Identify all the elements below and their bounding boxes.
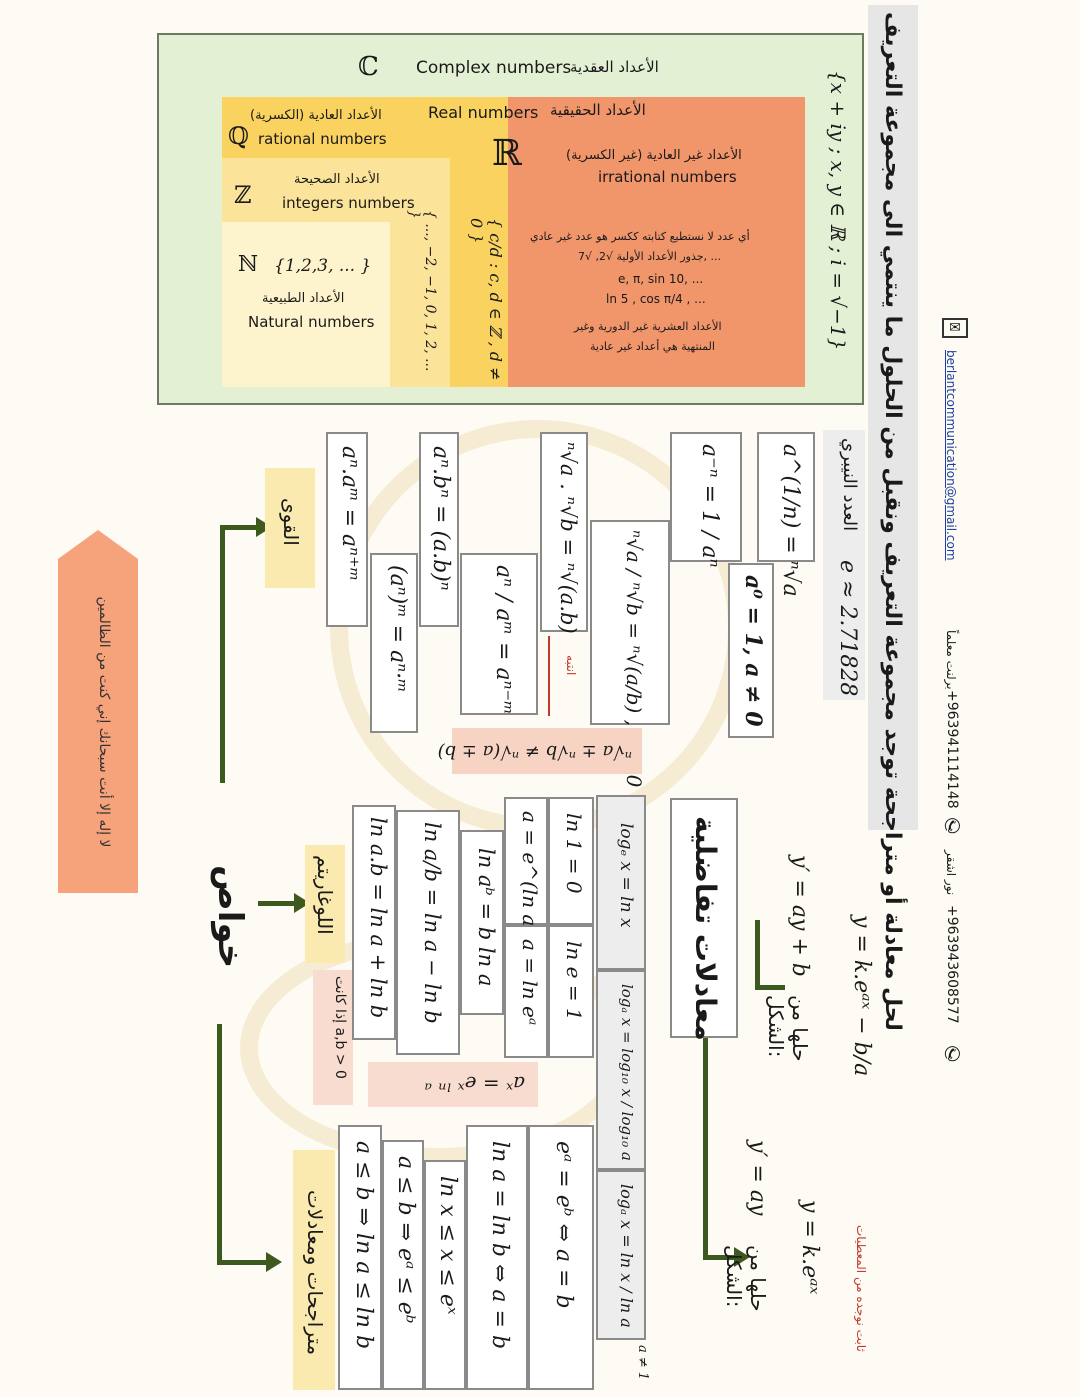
- banner-text: لحل معادلة أو متراجحة توجد مجموعة التعري…: [880, 12, 905, 1031]
- ineq-rule-1: a ≤ b ⇒ ln a ≤ ln b: [338, 1125, 382, 1390]
- rational-ar: الأعداد العادية (الكسرية): [250, 108, 382, 123]
- natural-ar: الأعداد الطبيعية: [262, 291, 345, 306]
- power-rule-6: ⁿ√a / ⁿ√b = ⁿ√(a/b) , b ≠ 0: [590, 520, 670, 787]
- diff-title-box: معادلات تفاضلية: [670, 798, 738, 1041]
- arrowhead-diff: [734, 1247, 750, 1267]
- powers-title: القوى: [265, 468, 315, 588]
- diff-1-label: حلها من الشكل:: [722, 1245, 770, 1312]
- root-warning: ⁿ√a ± ⁿ√b ≠ ⁿ√(a ± b): [437, 741, 632, 762]
- connector-diff-h: [703, 1255, 738, 1260]
- connector-logs: [258, 901, 298, 906]
- complex-ar: الأعداد العقدية: [570, 58, 659, 76]
- power-rule-9: a^(1/n) = ⁿ√a: [757, 432, 815, 597]
- integer-en: integers numbers: [282, 194, 415, 212]
- irrational-line-2: جذور الأعداد الأولية √2, √7, ...: [578, 250, 722, 263]
- quote-arrow: [58, 530, 138, 893]
- log-rule-3: ln aᵇ = b ln a: [460, 830, 504, 1015]
- logs-title: اللوغاريتم: [305, 845, 345, 963]
- real-ar: الأعداد الحقيقية: [550, 101, 646, 119]
- connector-ineq-v: [217, 1024, 222, 1264]
- banner-bar: [868, 5, 918, 830]
- connector-diff-2h: [755, 985, 785, 990]
- log-rule-8: logₑ x = ln x: [596, 795, 646, 970]
- euler-label: العدد النيبري: [839, 438, 860, 532]
- irrational-line-6: المنتهية هي أعداد غير عادية: [590, 340, 715, 353]
- connector-powers-h: [220, 525, 260, 530]
- constant-note: ثابت نوجده من المعطيات: [854, 1225, 868, 1352]
- power-rule-1: aⁿ.aᵐ = aⁿ⁺ᵐ: [326, 432, 368, 627]
- log-rule-4: a = e^(ln a): [504, 797, 548, 934]
- phone-icon: ✆: [944, 814, 961, 838]
- ineq-rule-2: a ≤ b ⇒ eᵃ ≤ eᵇ: [382, 1140, 424, 1390]
- log-rule-2: ln a/b = ln a − ln b: [396, 810, 460, 1055]
- ineq-rule-4: ln a = ln b ⇔ a = b: [466, 1125, 528, 1390]
- irrational-line-4: ln 5 , cos π/4 , ...: [606, 292, 706, 306]
- diff-1-solution: y = k.eᵃˣ: [797, 1200, 822, 1295]
- connector-diff-2: [755, 920, 760, 990]
- complex-en: Complex numbers: [416, 58, 572, 78]
- natural-en: Natural numbers: [248, 313, 375, 331]
- rational-en: rational numbers: [258, 130, 387, 148]
- phone-2: +963943608577: [944, 905, 960, 1024]
- complex-definition: {x + iy ; x, y ∈ ℝ ; i = √−1}: [826, 70, 850, 351]
- natural-set: {1,2,3, ... }: [274, 256, 372, 276]
- real-en: Real numbers: [428, 103, 539, 122]
- rational-symbol: ℚ: [228, 122, 249, 150]
- integer-ar: الأعداد الصحيحة: [294, 172, 380, 187]
- ineq-rule-3: ln x ≤ x ≤ eˣ: [424, 1160, 466, 1390]
- warning-box: [452, 728, 642, 774]
- power-rule-4: aⁿ / aᵐ = aⁿ⁻ᵐ: [460, 553, 538, 715]
- rational-definition: { c/d : c, d ∈ ℤ , d ≠ 0 }: [467, 218, 505, 381]
- euler-box: [823, 430, 865, 700]
- irrational-line-1: أي عدد لا نستطيع كتابته ككسر هو عدد غير …: [530, 230, 750, 243]
- integer-definition: { ..., −2, −1, 0, 1, 2, ... }: [406, 210, 438, 372]
- irrational-line-3: e, π, sin 10, ...: [618, 272, 704, 286]
- power-rule-8: a⁰ = 1, a ≠ 0: [728, 563, 774, 738]
- phone-1: +963941114148: [944, 690, 960, 809]
- power-rule-3: aⁿ.bⁿ = (a.b)ⁿ: [419, 432, 459, 627]
- log-rule-10: logₐ x = ln x / ln a: [596, 1170, 646, 1340]
- exp-identity: aˣ = eˣ ˡⁿ ᵃ: [424, 1072, 525, 1096]
- log-rule-1: ln a.b = ln a + ln b: [352, 805, 396, 1040]
- arrowhead-ineq: [266, 1252, 282, 1272]
- log-rule-5: a = ln eᵃ: [504, 925, 548, 1058]
- diff-2-solution: y = k.eᵃˣ − b/a: [849, 915, 874, 1077]
- condition-text: إذا كانت a,b > 0: [332, 976, 348, 1079]
- complex-symbol: ℂ: [358, 52, 379, 82]
- power-rule-2: (aⁿ)ᵐ = aⁿ·ᵐ: [370, 553, 418, 733]
- main-title: خواص: [210, 865, 250, 969]
- irrational-ar: الأعداد غير العادية (غير الكسرية): [566, 148, 742, 163]
- ineq-title: متراجحات ومعادلات: [293, 1150, 335, 1390]
- email-link[interactable]: berlantcommunication@gmail.com: [944, 350, 958, 561]
- euler-constant: e ≈ 2.71828: [835, 560, 860, 697]
- diff-1-form: y′ = ay: [745, 1140, 770, 1216]
- quote-text: لا إله إلا أنت سبحانك إني كنت من الظالمي…: [96, 596, 112, 848]
- mail-icon: ✉: [942, 318, 968, 338]
- connector-ineq-h: [217, 1260, 269, 1265]
- natural-symbol: ℕ: [238, 252, 259, 277]
- integer-symbol: ℤ: [234, 181, 252, 209]
- diff-2-label: حلها من الشكل:: [764, 995, 812, 1062]
- log-rule-7: ln e = 1: [548, 925, 594, 1058]
- connector-diff-v: [703, 1038, 708, 1260]
- irrational-line-5: الأعداد العشرية غير الدورية وغير: [574, 320, 722, 333]
- diff-2-form: y′ = ay + b: [787, 855, 812, 977]
- connector-powers-v: [220, 525, 225, 783]
- power-rule-7: a⁻ⁿ = 1 / aⁿ: [670, 432, 742, 568]
- natural-box: [222, 222, 390, 387]
- phone-icon-2: ✆: [944, 1042, 961, 1066]
- real-symbol: ℝ: [492, 133, 522, 174]
- warning-note: انتبه: [564, 655, 578, 676]
- irrational-en: irrational numbers: [598, 168, 737, 186]
- log-rule-9: logₐ x = log₁₀ x / log₁₀ a: [596, 970, 646, 1170]
- power-rule-5: ⁿ√a . ⁿ√b = ⁿ√(a.b): [540, 432, 588, 634]
- condition-bg: [313, 970, 353, 1105]
- irrational-box: [508, 97, 805, 387]
- warning-arrow: [548, 636, 550, 716]
- ineq-rule-5: eᵃ = eᵇ ⇔ a = b: [528, 1125, 594, 1390]
- log-base-condition: a ≠ 1: [635, 1345, 650, 1381]
- log-rule-6: ln 1 = 0: [548, 797, 594, 925]
- exp-identity-box: [368, 1062, 538, 1107]
